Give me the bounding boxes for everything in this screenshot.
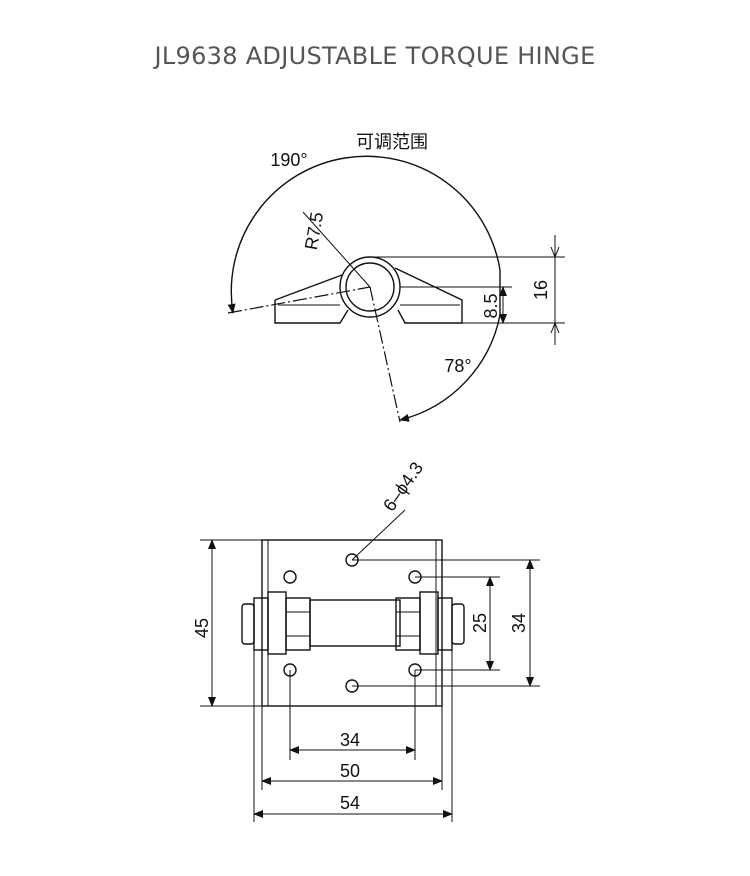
center-line-lower (369, 286, 401, 423)
radius-label: R7.5 (301, 210, 327, 251)
page-title: JL9638 ADJUSTABLE TORQUE HINGE (154, 42, 596, 70)
top-view: 可调范围 190° 78° R7.5 16 8.5 (227, 132, 565, 423)
left-nut (285, 597, 311, 651)
range-label: 可调范围 (356, 132, 428, 152)
dim-34h-label: 34 (340, 730, 360, 750)
rotation-arc (227, 155, 501, 422)
dim-85-label: 8.5 (481, 293, 501, 318)
dim-16-label: 16 (531, 280, 551, 300)
hinge-plate (261, 539, 443, 707)
hinge-leaf-profile (274, 267, 463, 324)
angle-close-label: 78° (444, 356, 471, 376)
angle-open-label: 190° (270, 150, 307, 170)
hinge-shaft (309, 599, 401, 647)
dim-50-label: 50 (340, 761, 360, 781)
dim-45-label: 45 (192, 618, 212, 638)
dim-34v-label: 34 (509, 613, 529, 633)
left-end-cap (241, 603, 255, 645)
mount-hole (283, 570, 297, 584)
holes-label: 6–ϕ4.3 (379, 458, 427, 515)
knuckle-inner (345, 262, 395, 312)
right-end-cap (451, 603, 465, 645)
radius-line (302, 211, 371, 288)
dim-54-label: 54 (340, 793, 360, 813)
front-view: 6–ϕ4.3 45 25 34 34 50 54 (192, 458, 540, 822)
dim-25-label: 25 (470, 613, 490, 633)
